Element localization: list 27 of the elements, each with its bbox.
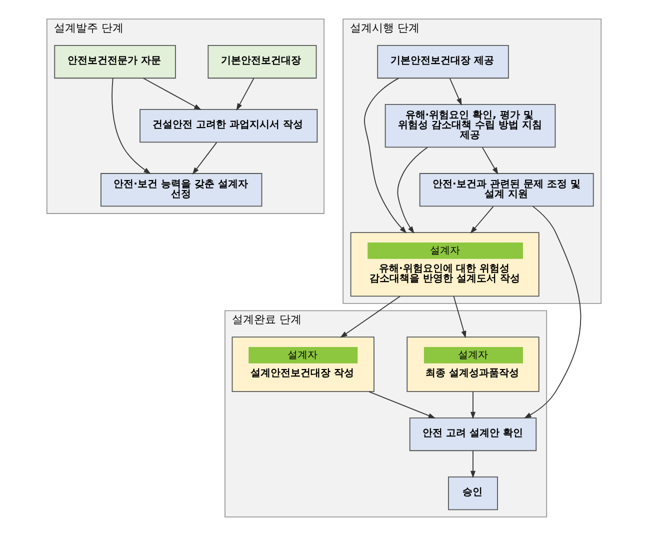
node-box: 안전보건전문가 자문 [54,44,176,79]
arrow [453,296,466,338]
node-box: 기본안전보건대장 [208,44,317,79]
node-box: 안전 고려 설계안 확인 [409,417,537,452]
arrow [482,147,498,175]
arrow [470,450,476,478]
node-box: 안전·보건과 관련된 문제 조정 및 설계 지원 [419,173,594,207]
node-box: 안전·보건 능력을 갖춘 설계자 선정 [100,173,262,207]
arrow [470,391,476,420]
arrow [142,78,202,110]
arrow [449,78,462,106]
arrow [340,296,400,338]
arrow [397,146,428,234]
arrow [364,78,407,234]
node-box: 설계자 최종 설계성과품작성 [406,336,540,392]
node-box: 기본안전보건대장 제공 [377,44,509,79]
arrow [368,391,436,418]
arrow [192,142,218,175]
node-box: 설계자 설계안전보건대장 작성 [232,336,374,392]
arrow [524,206,582,418]
arrow [112,78,151,174]
node-box: 유해·위험요인 확인, 평가 및 위험성 감소대책 수립 방법 지침 제공 [384,104,556,148]
node-box: 승인 [448,476,498,510]
arrow [470,206,494,234]
arrow [236,78,254,111]
node-box: 설계자 유해·위험요인에 대한 위험성 감소대책을 반영한 설계도서 작성 [350,232,540,297]
node-box: 건설안전 고려한 과업지시서 작성 [140,109,318,143]
